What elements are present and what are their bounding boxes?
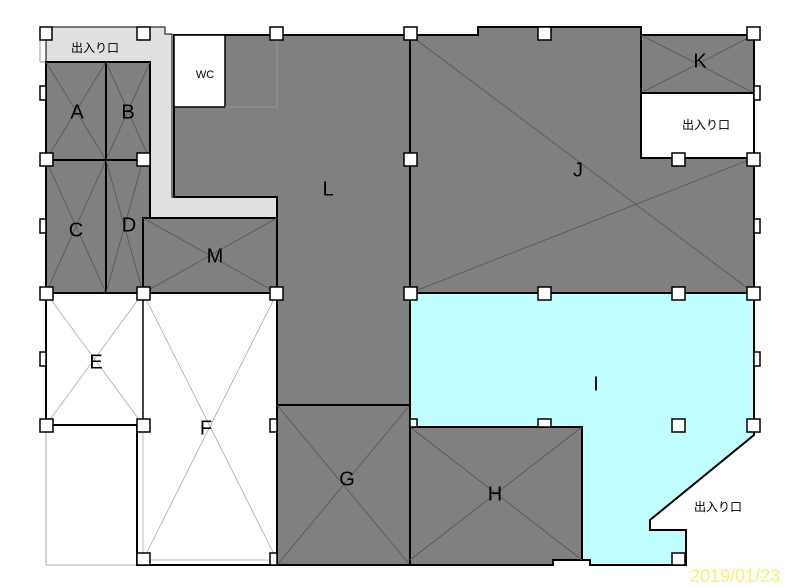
wc-label: WC — [196, 69, 214, 81]
room-H[interactable] — [409, 426, 583, 566]
room-label-L: L — [322, 178, 333, 200]
room-E[interactable] — [45, 292, 144, 426]
room-G[interactable] — [276, 404, 411, 566]
room-label-H: H — [488, 483, 502, 505]
room-label-F: F — [200, 417, 212, 439]
entrance-label-bottom-right: 出入り口 — [694, 500, 742, 514]
room-label-K: K — [693, 50, 707, 72]
room-label-B: B — [121, 101, 134, 123]
room-label-E: E — [89, 351, 102, 373]
room-label-D: D — [122, 214, 136, 236]
wc-room[interactable] — [173, 34, 278, 108]
room-label-C: C — [69, 219, 83, 241]
room-label-I: I — [593, 373, 599, 395]
entrance-top-right — [640, 92, 755, 159]
room-label-G: G — [339, 468, 355, 490]
entrance-label-top-right: 出入り口 — [682, 118, 730, 132]
room-label-A: A — [70, 101, 84, 123]
room-label-M: M — [207, 245, 224, 267]
entrance-label-top-left: 出入り口 — [71, 41, 119, 55]
date-stamp: 2019/01/23 — [690, 566, 780, 586]
room-C[interactable] — [45, 159, 107, 294]
room-M[interactable] — [142, 217, 278, 294]
room-label-J: J — [573, 159, 583, 181]
columns — [39, 26, 761, 566]
room-A[interactable] — [45, 61, 107, 161]
